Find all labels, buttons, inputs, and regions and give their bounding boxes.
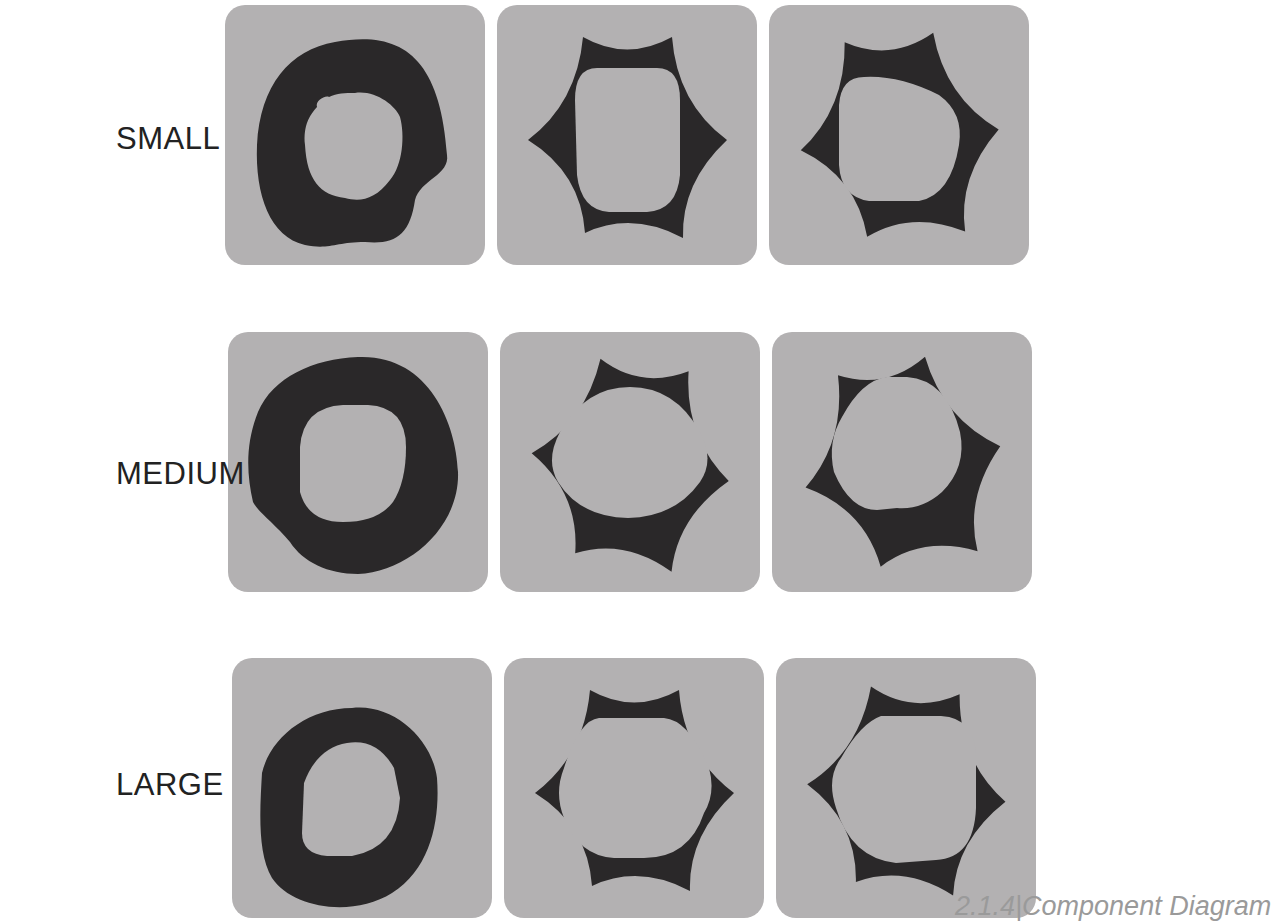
large-star-tile: [776, 658, 1036, 918]
medium-ring-tile: [228, 332, 488, 592]
row-label: LARGE: [116, 767, 224, 803]
row-label: SMALL: [116, 121, 220, 157]
medium-star-tile: [500, 332, 760, 592]
small-ring-tile: [225, 5, 485, 265]
small-star-tile: [497, 5, 757, 265]
figure-caption: 2.1.4|Component Diagram: [955, 891, 1271, 922]
large-star-tile: [504, 658, 764, 918]
small-star-tile: [769, 5, 1029, 265]
medium-star-tile: [772, 332, 1032, 592]
row-label: MEDIUM: [116, 456, 245, 492]
large-ring-tile: [232, 658, 492, 918]
